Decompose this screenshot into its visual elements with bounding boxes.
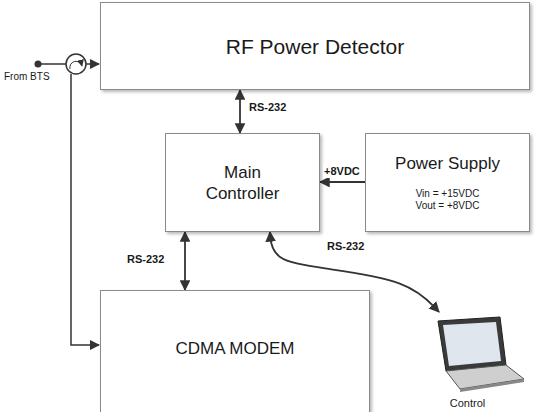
node-title: Power Supply: [395, 153, 500, 174]
input-label: From BTS: [4, 71, 50, 83]
laptop-screen-frame: [438, 317, 506, 371]
input-wire: [41, 63, 66, 65]
node-title: Control: [450, 397, 485, 410]
laptop-screen: [443, 322, 501, 366]
laptop-edge: [460, 379, 524, 392]
power-supply-box: Power SupplyVin = +15VDCVout = +8VDC: [365, 133, 530, 232]
circulator-arrow: [70, 61, 82, 69]
signal-label: RS-232: [326, 240, 365, 253]
modem-box: CDMA MODEM: [100, 290, 370, 412]
controller-box: Main Controller: [165, 133, 320, 232]
laptop-node: Control: [405, 312, 530, 410]
rf-feed-wire: [86, 63, 99, 65]
input-dot: [35, 61, 42, 68]
node-title: Main Controller: [196, 162, 289, 204]
connector-arrow: [184, 232, 186, 290]
circulator-symbol: [66, 54, 86, 74]
node-note: Vin = +15VDC: [416, 188, 480, 200]
signal-label: +8VDC: [323, 165, 361, 178]
laptop-icon: [408, 315, 528, 395]
connector-arrow: [320, 181, 365, 183]
node-note: Vout = +8VDC: [416, 200, 480, 212]
modem-feed-wire: [71, 74, 99, 345]
node-title: RF Power Detector: [226, 34, 405, 59]
node-title: CDMA MODEM: [176, 339, 295, 359]
signal-label: RS-232: [248, 101, 287, 114]
detector-box: RF Power Detector: [100, 2, 530, 90]
signal-label: RS-232: [126, 253, 165, 266]
connector-arrow: [239, 90, 241, 133]
